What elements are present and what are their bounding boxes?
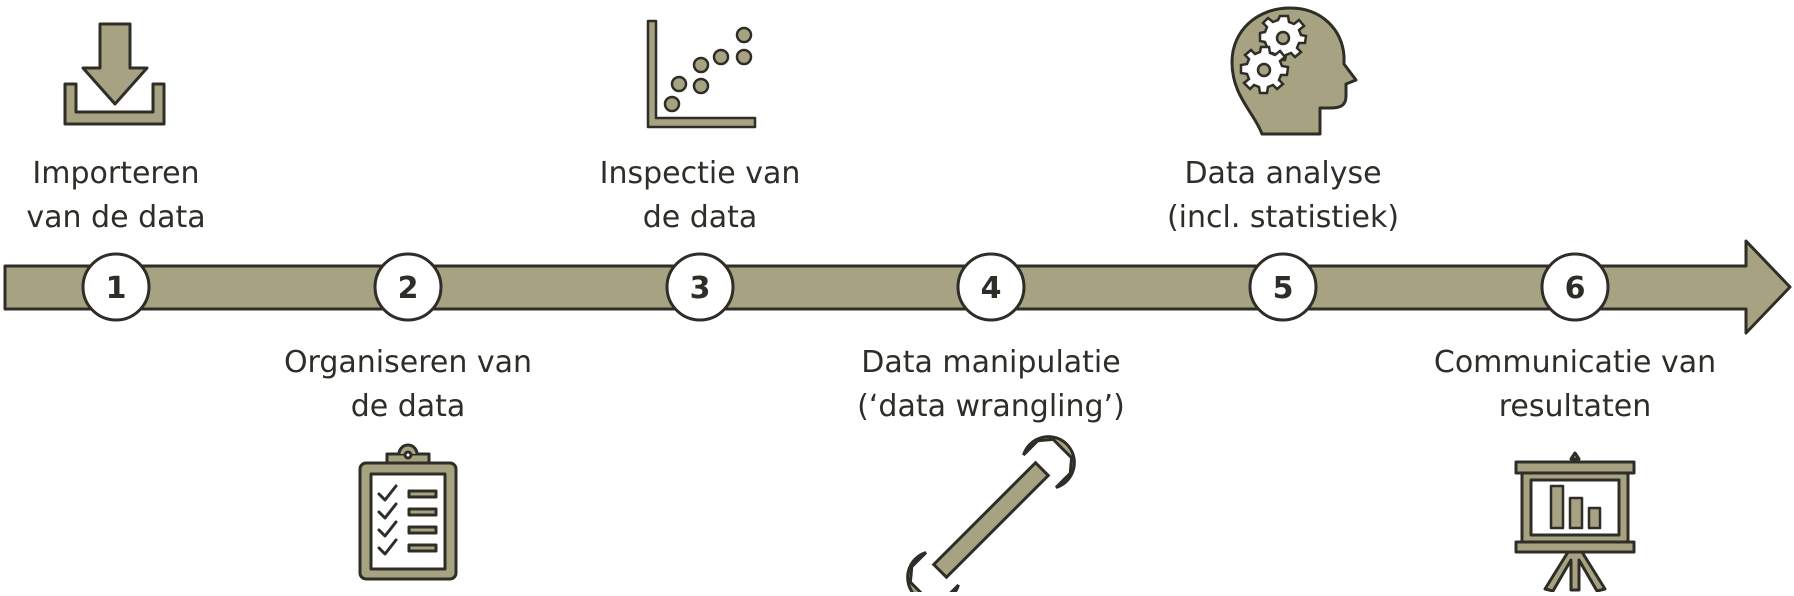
clipboard-checklist-icon [358,443,458,581]
step-number-5: 5 [1273,271,1294,306]
step-marker-1: 1 [81,252,151,322]
timeline-arrow [3,239,1792,335]
step-number-2: 2 [398,271,419,306]
step-label-5-line-1: Data analyse [1184,156,1382,191]
step-label-5-line-2: (incl. statistiek) [1166,200,1400,235]
step-label-1-line-1: Importeren [32,156,200,191]
step-label-3-line-1: Inspectie van [599,156,801,191]
step-label-3: Inspectie van de data [530,152,870,240]
step-number-4: 4 [981,271,1002,306]
wrench-icon [906,435,1076,596]
scatter-plot-icon [646,19,757,129]
download-icon [63,22,166,126]
step-label-1: Importeren van de data [0,152,286,240]
step-marker-4: 4 [956,252,1026,322]
presentation-board-icon [1514,451,1636,593]
step-label-2-line-2: de data [350,389,466,424]
step-number-6: 6 [1565,271,1586,306]
step-label-4: Data manipulatie (‘data wrangling’) [821,341,1161,429]
step-label-3-line-2: de data [642,200,758,235]
step-label-1-line-2: van de data [26,200,206,235]
step-label-6-line-2: resultaten [1498,389,1652,424]
step-label-6: Communicatie van resultaten [1405,341,1745,429]
step-marker-2: 2 [373,252,443,322]
step-label-2: Organiseren van de data [238,341,578,429]
step-marker-5: 5 [1248,252,1318,322]
step-label-6-line-1: Communicatie van [1433,345,1717,380]
step-label-4-line-1: Data manipulatie [861,345,1121,380]
step-marker-6: 6 [1540,252,1610,322]
head-gears-icon [1230,6,1358,136]
step-label-2-line-1: Organiseren van [283,345,533,380]
step-number-3: 3 [690,271,711,306]
step-number-1: 1 [106,271,127,306]
step-label-5: Data analyse (incl. statistiek) [1113,152,1453,240]
step-marker-3: 3 [665,252,735,322]
step-label-4-line-2: (‘data wrangling’) [857,389,1125,424]
